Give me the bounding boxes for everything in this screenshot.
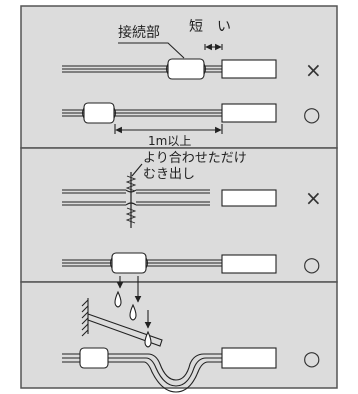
label-leader <box>118 42 185 59</box>
verdict-good-2: ○ <box>303 252 321 276</box>
connection-label: 接続部 <box>118 25 160 41</box>
device-box <box>221 254 277 274</box>
twist-label-leader <box>131 163 143 177</box>
verdict-good-3: ○ <box>303 346 321 370</box>
cable-row-1 <box>62 58 277 80</box>
device-box <box>221 347 277 369</box>
device-box <box>221 103 277 123</box>
cable-row-4 <box>62 252 277 274</box>
connection-sleeve <box>111 252 147 274</box>
distance-label: 1m以上 <box>148 134 192 148</box>
connection-sleeve <box>79 347 109 369</box>
verdict-good-1: ○ <box>303 102 321 126</box>
twisted-splice <box>62 172 277 228</box>
verdict-bad-1: × <box>305 58 322 82</box>
twist-label-line2: むき出し <box>143 167 196 182</box>
connection-sleeve <box>167 58 205 80</box>
device-box <box>221 59 277 79</box>
short-label: 短 い <box>189 19 231 35</box>
panel-3 <box>20 281 338 389</box>
twist-label-line1: より合わせただけ <box>143 151 247 166</box>
verdict-bad-2: × <box>305 186 322 210</box>
device-box <box>221 189 277 207</box>
cable-row-2 <box>62 102 277 124</box>
drip-loop-scene <box>62 290 277 393</box>
connection-sleeve <box>83 102 115 124</box>
